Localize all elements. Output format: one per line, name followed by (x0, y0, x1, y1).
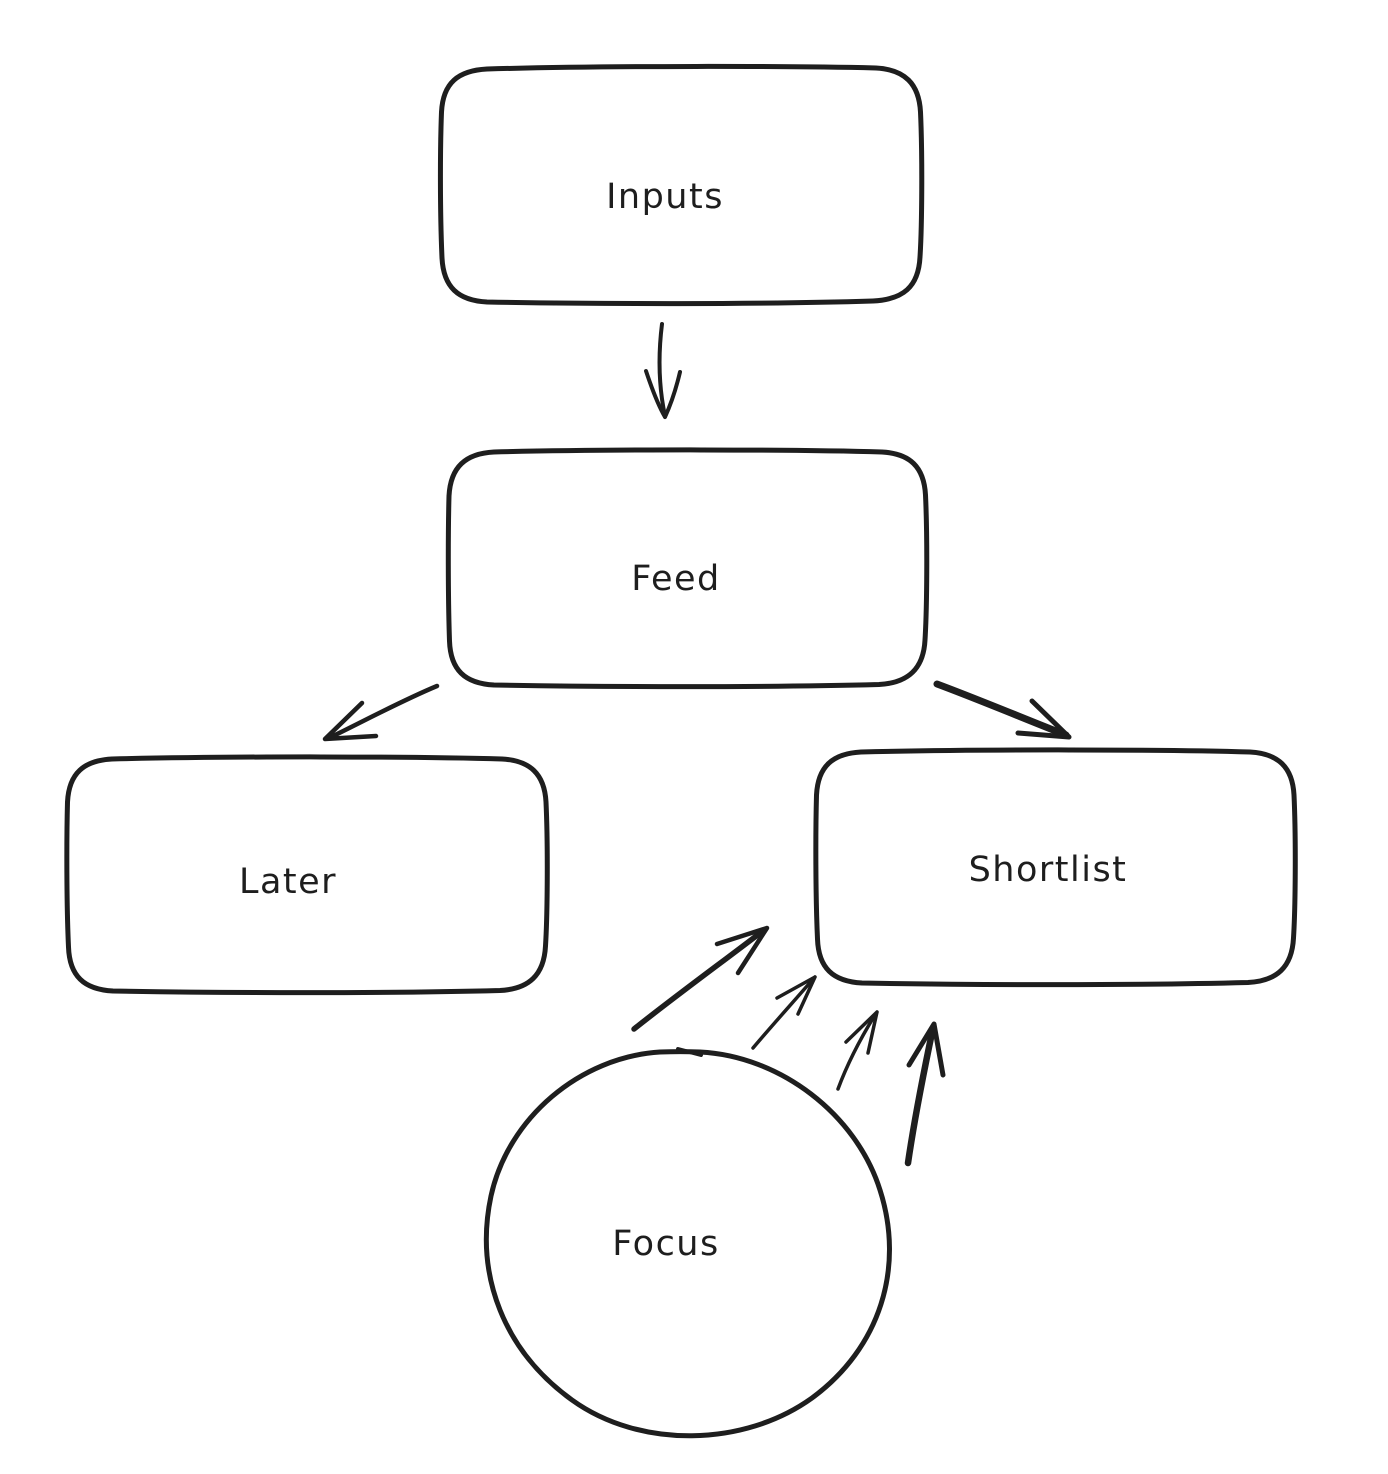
focus-circle-pen-join (676, 1047, 703, 1057)
arrow-head (1015, 698, 1072, 740)
later-box (64, 754, 550, 996)
arrow-head (644, 369, 682, 419)
node-later: Later (64, 754, 550, 996)
focus-label: Focus (612, 1224, 719, 1264)
arrow-head (844, 1010, 879, 1055)
edge-feed-to-later (322, 683, 440, 742)
shortlist-box (813, 747, 1298, 988)
arrow-shaft (326, 683, 440, 741)
focus-circle (483, 1049, 892, 1439)
node-focus: Focus (483, 1047, 892, 1439)
node-shortlist: Shortlist (813, 747, 1298, 988)
arrow-head (714, 925, 770, 976)
arrow-head (906, 1021, 946, 1078)
arrow-shaft (933, 680, 1070, 739)
arrow-shaft (657, 322, 667, 418)
arrow-shaft (836, 1013, 877, 1091)
inputs-box (437, 63, 925, 307)
arrow-shaft (904, 1024, 937, 1167)
later-label: Later (239, 862, 337, 902)
node-inputs: Inputs (437, 63, 925, 307)
arrow-head (775, 975, 817, 1016)
arrow-head (322, 700, 379, 742)
arrow-shaft (631, 927, 767, 1032)
inputs-label: Inputs (606, 177, 724, 217)
feed-label: Feed (631, 559, 721, 599)
arrow-shaft (751, 976, 816, 1050)
edge-feed-to-shortlist (933, 680, 1072, 740)
edge-inputs-to-feed (644, 322, 682, 419)
edge-focus-to-shortlist-2 (751, 975, 817, 1050)
edge-focus-to-shortlist-4 (904, 1021, 946, 1167)
feed-box (445, 447, 930, 690)
edge-focus-to-shortlist-1 (631, 925, 770, 1032)
shortlist-label: Shortlist (969, 850, 1128, 890)
node-feed: Feed (445, 447, 930, 690)
edge-focus-to-shortlist-3 (836, 1010, 879, 1091)
